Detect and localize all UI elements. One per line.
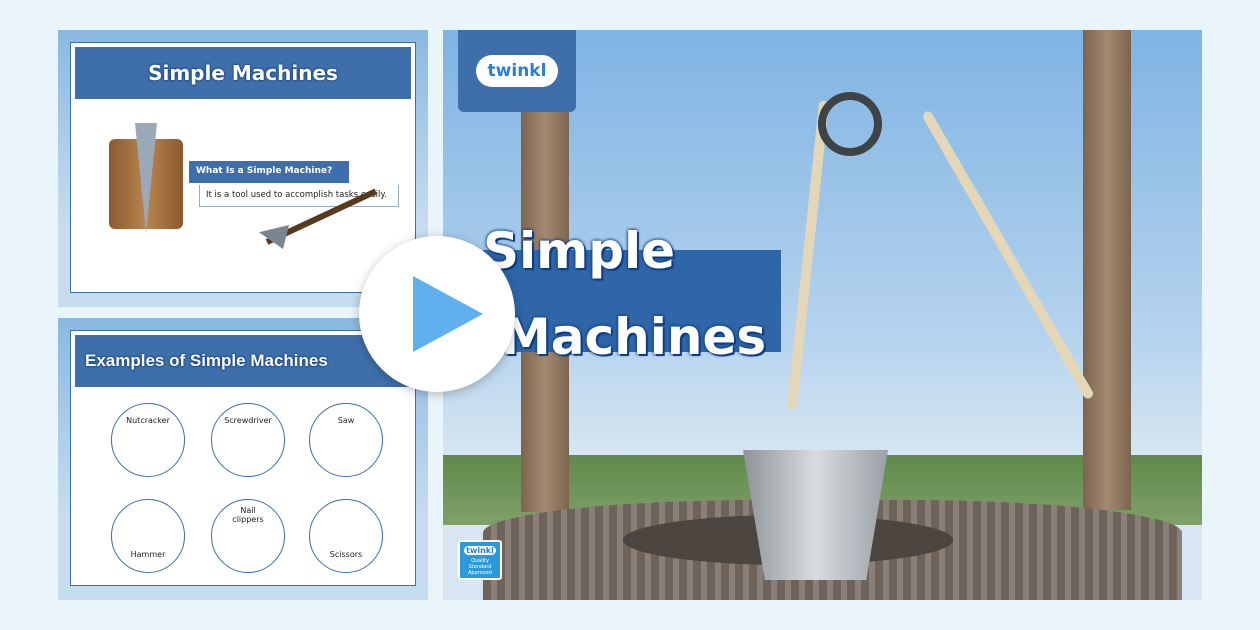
twinkl-logo: twinkl (458, 30, 576, 112)
rope-image (921, 109, 1095, 401)
quality-badge: twinkl Quality Standard Approved (458, 540, 502, 580)
logo-text: twinkl (475, 55, 559, 87)
pulley-image (818, 92, 882, 156)
example-hammer: Hammer (111, 499, 185, 573)
main-title-line1: Simple (483, 222, 676, 280)
slide-card: Simple Machines What Is a Simple Machine… (70, 42, 416, 293)
badge-logo: twinkl (464, 546, 496, 555)
example-nail-clippers: Nail clippers (211, 499, 285, 573)
axe-head-image (259, 225, 289, 249)
example-screwdriver: Screwdriver (211, 403, 285, 477)
example-label: Screwdriver (224, 416, 272, 425)
badge-text: Quality Standard Approved (468, 558, 492, 576)
slide-thumbnail-1[interactable]: Simple Machines What Is a Simple Machine… (58, 30, 428, 307)
example-scissors: Scissors (309, 499, 383, 573)
bucket-image (743, 450, 888, 580)
rope-image (786, 100, 830, 410)
example-saw: Saw (309, 403, 383, 477)
slide-card: Examples of Simple Machines Nutcracker S… (70, 330, 416, 586)
well-post-right (1083, 30, 1131, 510)
title-background (483, 250, 781, 352)
example-label: Nutcracker (126, 416, 170, 425)
main-slide-preview[interactable]: twinkl Simple Machines twinkl Quality St… (443, 30, 1202, 600)
play-icon (413, 276, 483, 352)
subheading: What Is a Simple Machine? (189, 161, 349, 183)
slide-title: Simple Machines (75, 47, 411, 99)
example-label: Saw (337, 416, 355, 425)
definition-text: It is a tool used to accomplish tasks ea… (199, 185, 399, 207)
example-label: Nail clippers (232, 506, 264, 524)
slide-thumbnail-2[interactable]: Examples of Simple Machines Nutcracker S… (58, 318, 428, 600)
main-title-line2: Machines (501, 308, 767, 366)
slide-title: Examples of Simple Machines (85, 351, 328, 370)
play-button[interactable] (359, 236, 515, 392)
example-label: Scissors (329, 550, 363, 559)
example-nutcracker: Nutcracker (111, 403, 185, 477)
slide-title-banner: Examples of Simple Machines (75, 335, 411, 387)
example-label: Hammer (130, 550, 166, 559)
